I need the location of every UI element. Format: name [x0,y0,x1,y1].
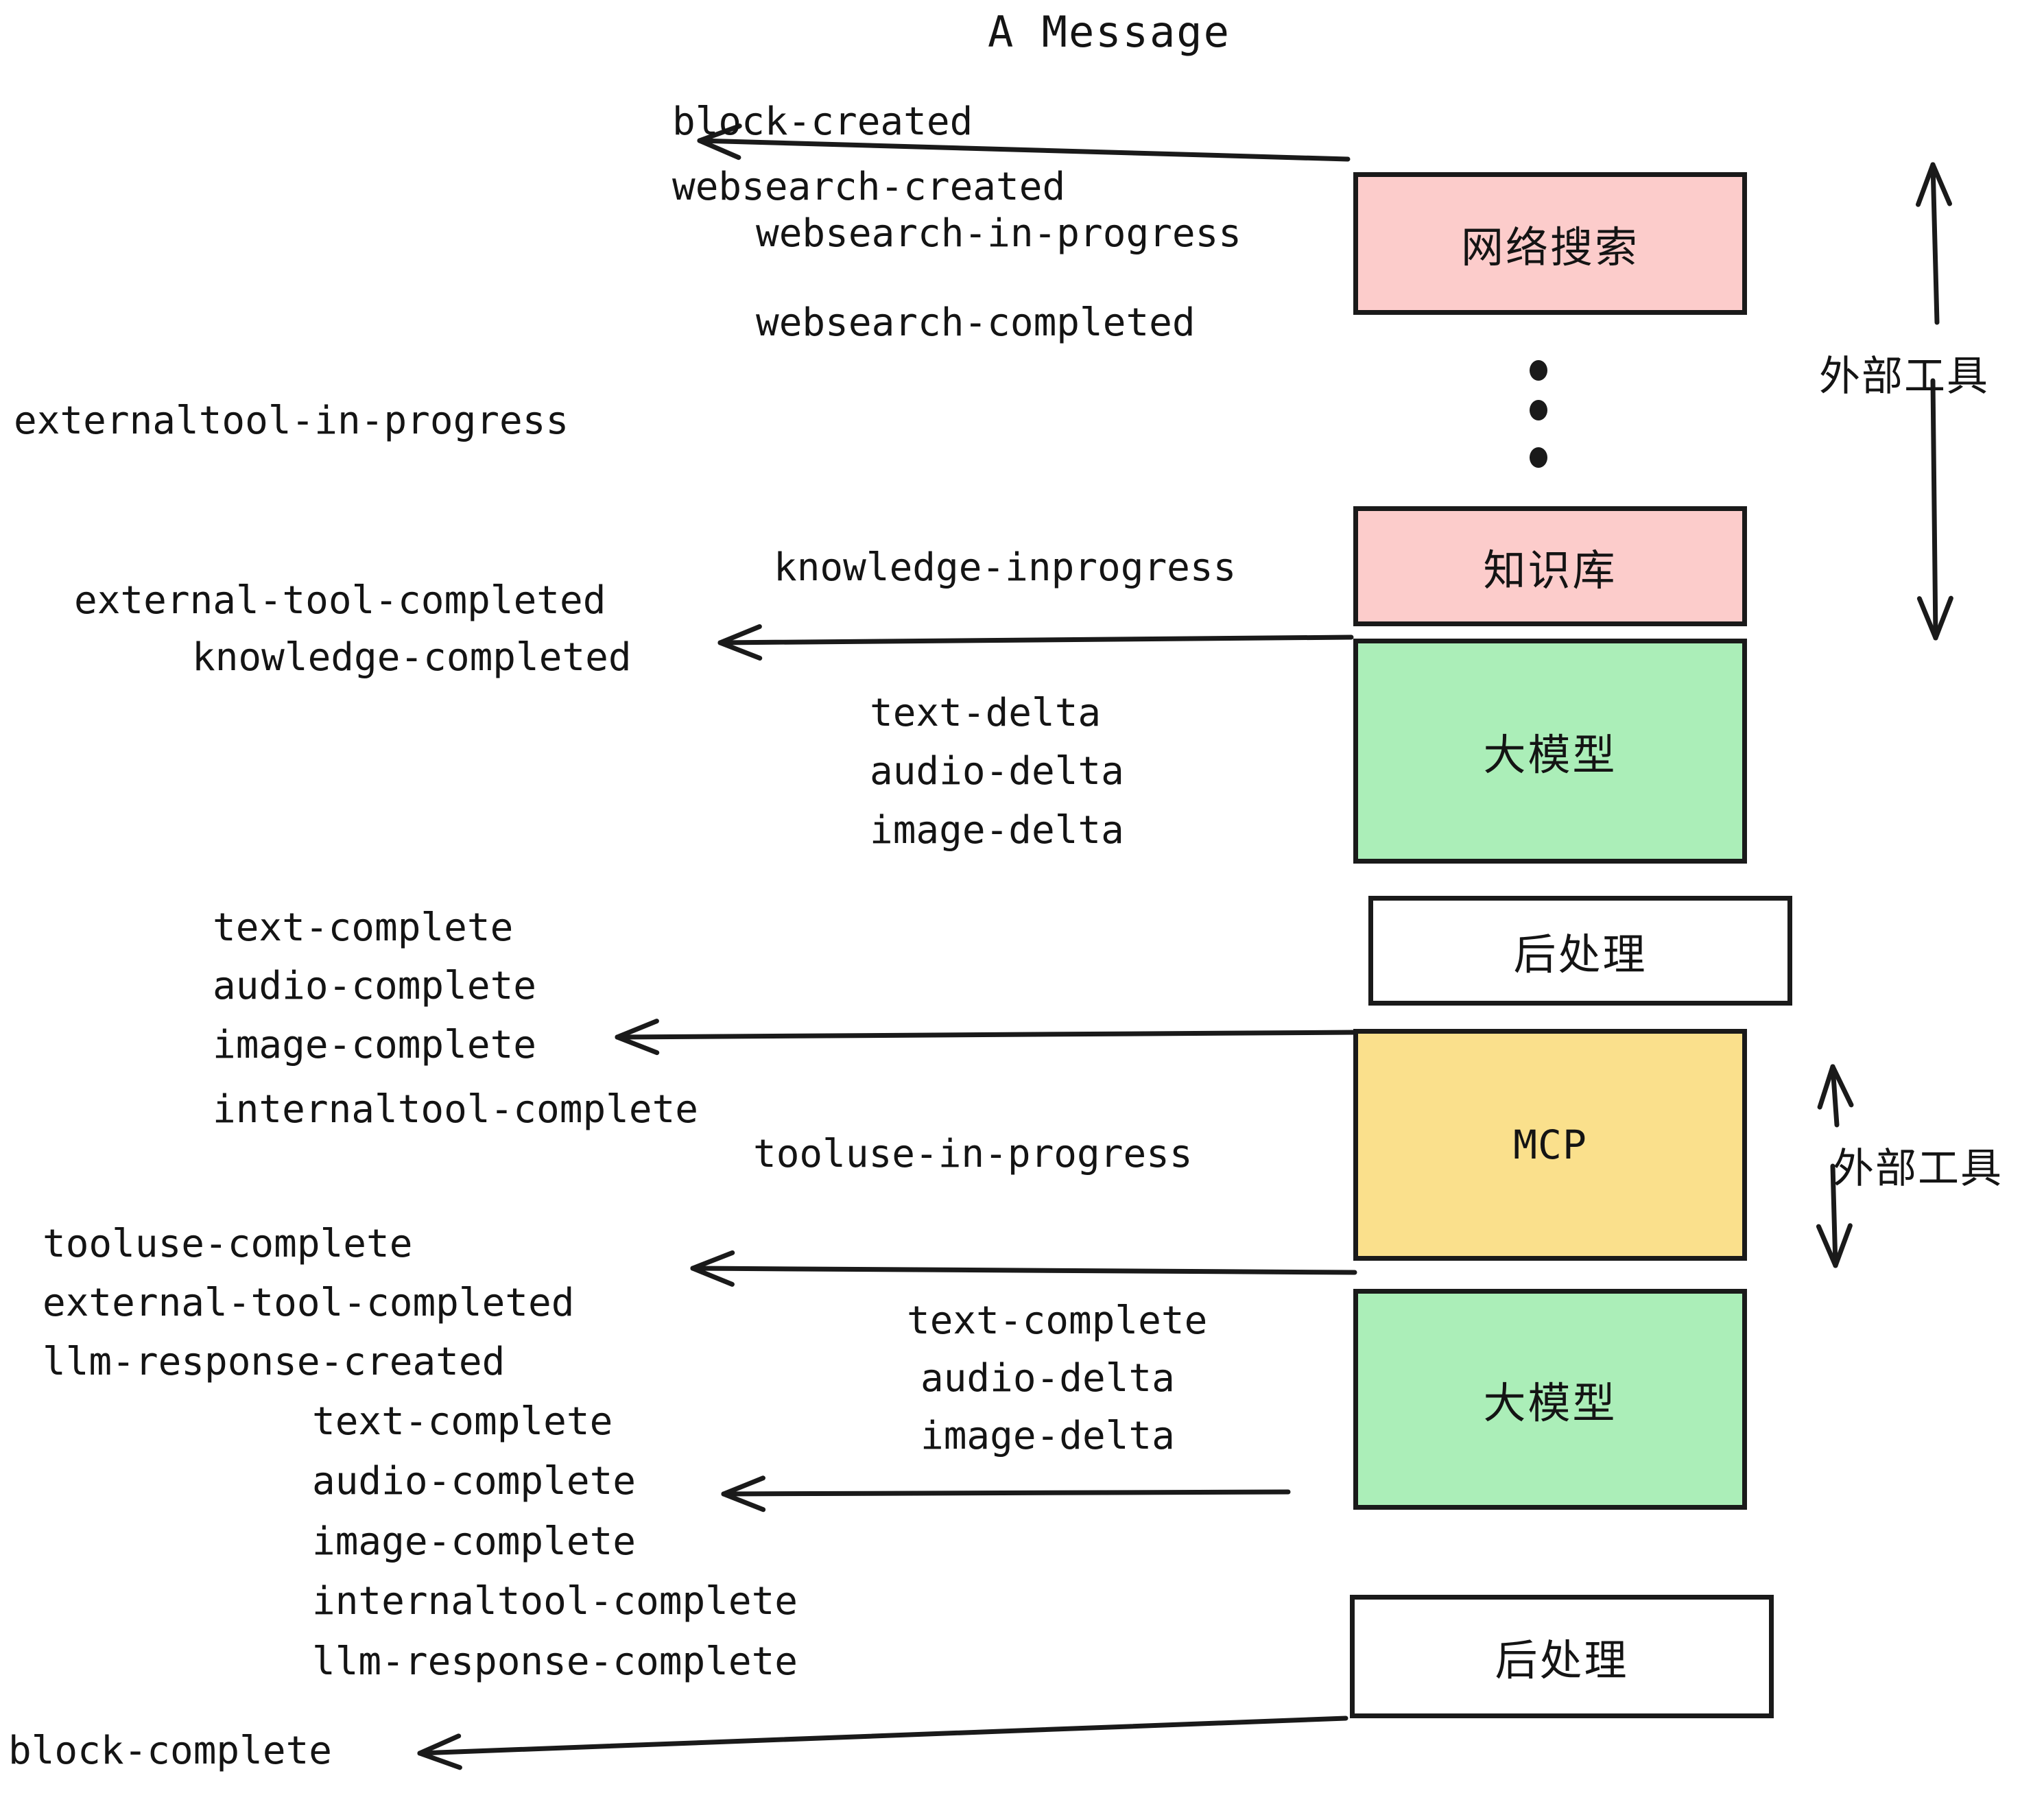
event-label: external-tool-completed [43,1281,575,1325]
event-label: audio-complete [213,964,537,1008]
node-box-knowledge[interactable]: 知识库 [1353,506,1747,626]
event-label: websearch-created [672,165,1066,209]
event-label: text-complete [907,1298,1208,1343]
ellipsis-dot [1530,447,1547,468]
block-complete-arrow [417,1716,1348,1770]
event-label: audio-delta [920,1356,1175,1401]
side-group-label-external-tools-mcp: 外部工具 [1833,1145,2003,1193]
node-box-websearch[interactable]: 网络搜索 [1353,172,1747,315]
event-label: knowledge-completed [192,635,632,680]
node-label-post1: 后处理 [1513,929,1648,980]
node-box-post2[interactable]: 后处理 [1350,1595,1774,1718]
event-label: text-delta [870,691,1102,735]
ellipsis-dot [1530,360,1547,381]
node-label-llm2: 大模型 [1483,1378,1617,1428]
image-complete-arrow [615,1019,1357,1056]
event-label: image-delta [870,808,1124,853]
event-label: externaltool-in-progress [14,399,569,443]
node-label-knowledge: 知识库 [1483,545,1617,595]
node-box-llm2[interactable]: 大模型 [1353,1289,1747,1510]
event-label: tooluse-in-progress [753,1132,1193,1176]
external-tools-top-up-arrow [1916,162,1952,325]
node-box-post1[interactable]: 后处理 [1368,896,1792,1006]
event-label: knowledge-inprogress [774,545,1237,590]
page-title: A Message [988,7,1231,57]
event-label: llm-response-created [43,1340,506,1384]
event-label: image-complete [312,1519,637,1564]
event-label: tooluse-complete [43,1222,413,1266]
event-label: text-complete [312,1399,613,1444]
event-label: block-complete [8,1729,333,1773]
event-label: external-tool-completed [74,578,606,623]
tooluse-complete-arrow [690,1250,1357,1287]
side-group-label-external-tools-top: 外部工具 [1819,353,1989,401]
event-label: internaltool-complete [213,1087,699,1132]
ellipsis-dot [1530,400,1547,420]
node-label-websearch: 网络搜索 [1460,222,1639,272]
event-label: audio-delta [870,749,1124,794]
external-tools-mcp-down-arrow [1816,1163,1853,1268]
event-label: websearch-in-progress [756,211,1242,256]
event-label: websearch-completed [756,300,1196,345]
event-label: text-complete [213,905,514,950]
event-label: image-delta [920,1414,1175,1458]
event-label: llm-response-complete [312,1639,798,1684]
node-label-mcp: MCP [1513,1121,1587,1168]
knowledge-arrow [717,624,1354,661]
node-label-post2: 后处理 [1495,1635,1629,1685]
event-label: internaltool-complete [312,1579,798,1624]
external-tools-mcp-up-arrow [1817,1064,1854,1128]
block-created-arrow [697,123,1351,162]
audio-complete-arrow [721,1475,1291,1512]
event-label: image-complete [213,1023,537,1067]
event-label: block-created [672,99,973,144]
node-box-mcp[interactable]: MCP [1353,1029,1747,1261]
external-tools-top-down-arrow [1916,378,1953,641]
node-box-llm1[interactable]: 大模型 [1353,639,1747,864]
event-label: audio-complete [312,1459,637,1504]
node-label-llm1: 大模型 [1483,730,1617,780]
